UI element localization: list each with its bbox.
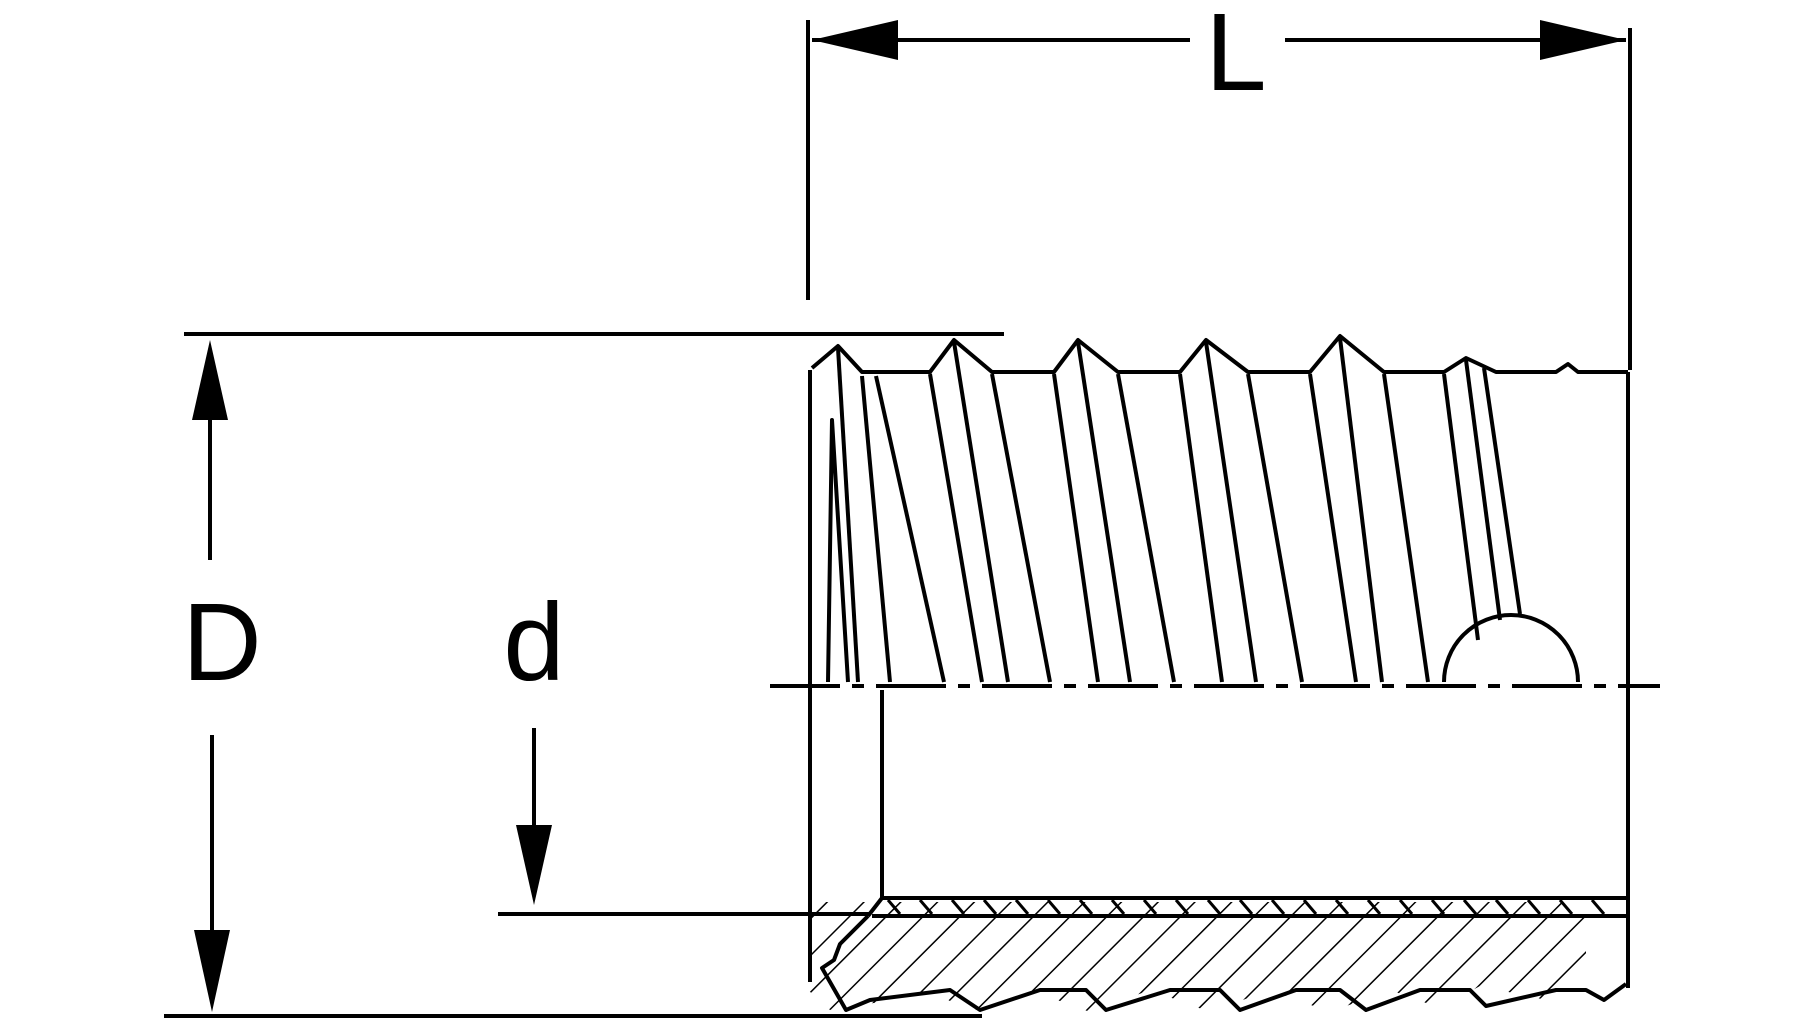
thread-helix — [928, 373, 984, 683]
inner-diameter-dimension — [498, 728, 870, 916]
thread-helix — [1442, 373, 1480, 641]
thread-helix — [1204, 341, 1258, 683]
thread-helix — [1052, 373, 1100, 683]
thread-helix — [1338, 337, 1384, 683]
thread-helix — [1482, 367, 1522, 615]
slot-cutout — [1442, 613, 1580, 683]
length-arrow-left — [812, 20, 898, 60]
length-label: L — [1205, 0, 1266, 114]
thread-helix — [836, 347, 860, 683]
thread-profile-top — [810, 334, 1628, 374]
section-hatch-lines — [886, 899, 1606, 915]
thread-helix — [990, 373, 1052, 683]
inner-diameter-label: d — [503, 581, 564, 704]
thread-helix — [874, 375, 946, 683]
thread-helix — [1382, 373, 1430, 683]
thread-helix — [1178, 373, 1224, 683]
thread-helix — [1308, 373, 1358, 683]
outer-diameter-label: D — [182, 581, 261, 704]
outer-diameter-dimension — [164, 332, 1004, 1018]
thread-helix — [952, 341, 1010, 683]
outer-diameter-arrow-bottom — [194, 930, 230, 1012]
length-arrow-right — [1540, 20, 1626, 60]
outer-diameter-arrow-top — [192, 340, 228, 420]
thread-helix — [1076, 341, 1132, 683]
thread-helix — [1464, 359, 1502, 621]
thread-helix — [1246, 373, 1304, 683]
section-hatch — [808, 902, 1586, 1012]
inner-diameter-arrow — [516, 825, 552, 905]
thread-start — [826, 418, 850, 683]
thread-helix — [860, 375, 892, 683]
thread-helix — [1116, 373, 1176, 683]
